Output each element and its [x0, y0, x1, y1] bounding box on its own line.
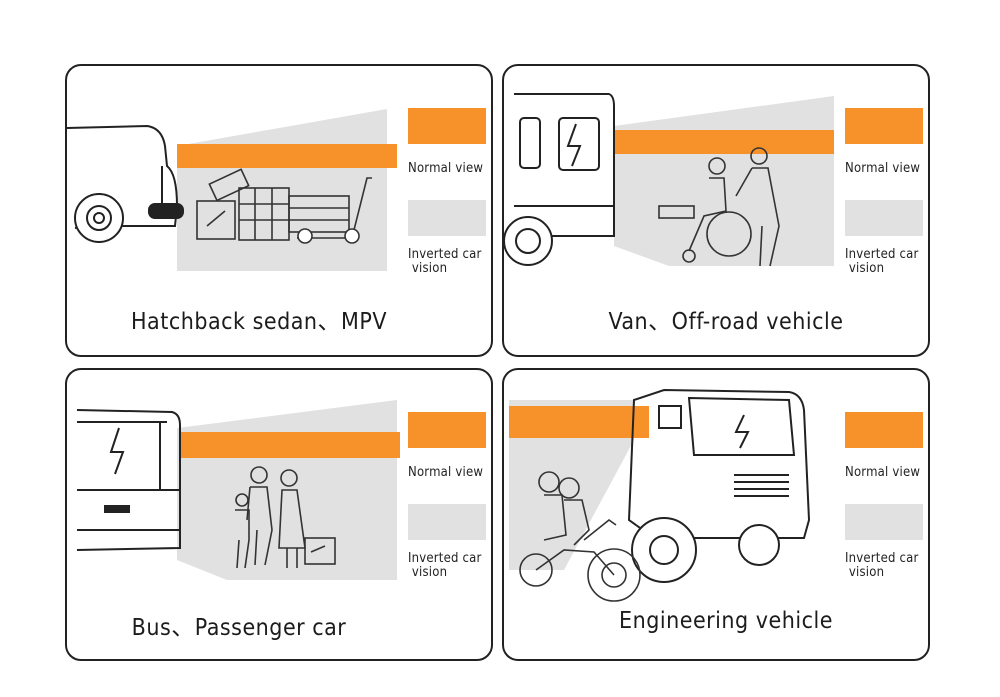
inverted-view-swatch	[845, 504, 923, 540]
inverted-view-area	[177, 109, 387, 271]
panel-engineering: Normal view Inverted car vision Engineer…	[502, 368, 930, 661]
truck-icon	[627, 388, 811, 583]
inverted-view-label: Inverted car vision	[408, 247, 482, 276]
normal-view-label: Normal view	[845, 465, 921, 480]
panel-title: Bus、Passenger car	[131, 615, 347, 641]
van-scene	[504, 93, 834, 267]
normal-view-beam	[177, 144, 397, 168]
panel-bus: Normal view Inverted car vision Bus、Pass…	[65, 368, 493, 661]
normal-view-beam	[614, 130, 834, 154]
bus-icon	[76, 409, 181, 551]
normal-view-label: Normal view	[845, 161, 921, 176]
panel-title: Van、Off-road vehicle	[608, 309, 844, 335]
inverted-view-label: Inverted car vision	[845, 551, 919, 580]
luggage-cart-icon	[196, 168, 372, 244]
panel-title: Hatchback sedan、MPV	[130, 309, 388, 335]
panel-hatchback: Normal view Inverted car vision Hatchbac…	[65, 64, 493, 357]
normal-view-swatch	[845, 412, 923, 448]
engineering-scene	[509, 388, 811, 602]
normal-view-swatch	[408, 412, 486, 448]
hatchback-scene	[67, 109, 397, 271]
family-pedestrians-icon	[235, 466, 336, 569]
panel-title: Engineering vehicle	[619, 608, 833, 634]
inverted-view-swatch	[845, 200, 923, 236]
bus-scene	[76, 400, 400, 580]
inverted-view-label: Inverted car vision	[408, 551, 482, 580]
normal-view-label: Normal view	[408, 465, 484, 480]
normal-view-swatch	[408, 108, 486, 144]
normal-view-swatch	[845, 108, 923, 144]
hatchback-icon	[67, 124, 184, 243]
panel-van: Normal view Inverted car vision Van、Off-…	[502, 64, 930, 357]
normal-view-beam	[180, 432, 400, 458]
normal-view-label: Normal view	[408, 161, 484, 176]
inverted-view-swatch	[408, 200, 486, 236]
normal-view-beam	[509, 406, 649, 438]
van-icon	[504, 93, 615, 266]
wheelchair-caregiver-icon	[658, 147, 780, 267]
inverted-view-area	[509, 400, 634, 570]
motorcycle-riders-icon	[519, 471, 641, 602]
inverted-view-label: Inverted car vision	[845, 247, 919, 276]
inverted-view-swatch	[408, 504, 486, 540]
